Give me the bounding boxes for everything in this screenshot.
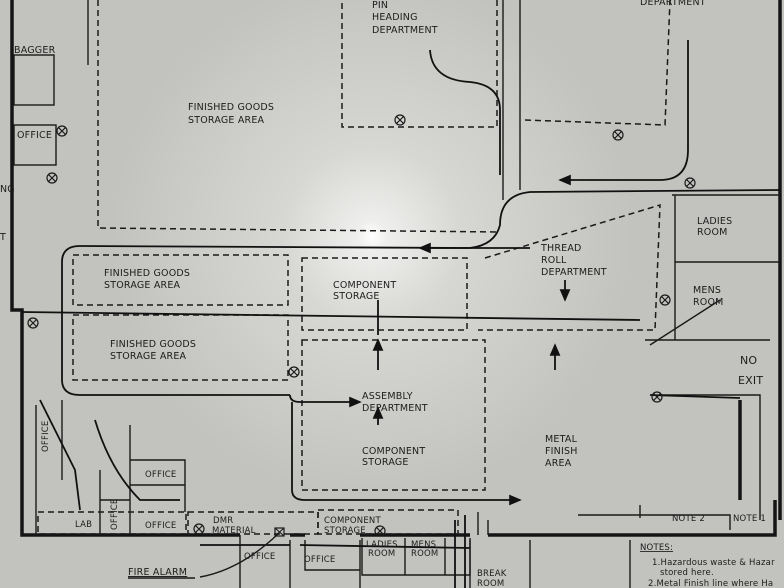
label-office: OFFICE <box>145 470 176 480</box>
label-office: OFFICE <box>304 555 335 565</box>
label-assembly: ASSEMBLY <box>362 391 413 402</box>
label-component: COMPONENT <box>362 446 425 457</box>
note-line: 2.Metal Finish line where Ha <box>648 579 773 588</box>
building-walls <box>10 0 782 537</box>
label-finished-goods: FINISHED GOODS <box>104 268 190 279</box>
label-ladies: LADIES <box>697 216 732 227</box>
label-area: AREA <box>545 458 572 469</box>
label-no: NO <box>740 354 757 367</box>
label-storage: STORAGE <box>324 526 366 536</box>
label-pin: PIN <box>372 0 388 11</box>
label-ng: NG <box>0 184 15 195</box>
label-office: OFFICE <box>145 521 176 531</box>
label-note-2: NOTE 2 <box>672 514 705 524</box>
label-mens: MENS <box>693 285 721 296</box>
fire-alarm-icon <box>128 527 285 579</box>
label-finished-goods: FINISHED GOODS <box>110 339 196 350</box>
notes-heading: NOTES: <box>640 543 673 553</box>
label-storage-area: STORAGE AREA <box>104 280 181 291</box>
label-office: OFFICE <box>17 130 52 141</box>
note-line: stored here. <box>660 568 714 578</box>
evacuation-routes <box>21 40 781 588</box>
label-ladies: LADIES <box>366 540 398 550</box>
label-room: ROOM <box>697 227 728 238</box>
label-office-vertical: OFFICE <box>41 421 51 452</box>
label-break: BREAK <box>477 569 507 579</box>
notes-legend: NOTES: 1.Hazardous waste & Hazar stored … <box>640 543 775 588</box>
label-mens: MENS <box>411 540 436 550</box>
label-room: ROOM <box>368 549 395 559</box>
label-dmr: DMR <box>213 516 233 526</box>
label-lab: LAB <box>75 520 92 530</box>
label-department: DEPARTMENT <box>541 267 607 278</box>
label-office-vertical: OFFICE <box>110 499 120 530</box>
label-exit: EXIT <box>738 374 763 387</box>
label-finished-goods: FINISHED GOODS <box>188 102 274 113</box>
label-component: COMPONENT <box>324 516 381 526</box>
label-note-1: NOTE 1 <box>733 514 766 524</box>
label-fire-alarm: FIRE ALARM <box>128 567 187 578</box>
label-department: DEPARTMENT <box>372 25 438 36</box>
label-roll: ROLL <box>541 255 567 266</box>
note-line: 1.Hazardous waste & Hazar <box>652 558 775 568</box>
label-office: OFFICE <box>244 552 275 562</box>
label-finish: FINISH <box>545 446 578 457</box>
label-metal: METAL <box>545 434 578 445</box>
label-component: COMPONENT <box>333 280 396 291</box>
label-room: ROOM <box>477 579 504 588</box>
label-material: MATERIAL <box>212 526 256 536</box>
label-top-right-department: DEPARTMENT <box>640 0 706 8</box>
storage-areas <box>37 0 671 535</box>
label-bagger: BAGGER <box>14 45 56 56</box>
label-room: ROOM <box>693 297 724 308</box>
rooms <box>13 54 780 588</box>
label-room: ROOM <box>411 549 438 559</box>
label-thread: THREAD <box>540 243 582 254</box>
label-heading: HEADING <box>372 12 418 23</box>
label-storage: STORAGE <box>333 291 380 302</box>
label-storage: STORAGE <box>362 457 409 468</box>
label-department: DEPARTMENT <box>362 403 428 414</box>
room-labels: PIN HEADING DEPARTMENT DEPARTMENT BAGGER… <box>0 0 766 588</box>
label-storage-area: STORAGE AREA <box>188 115 265 126</box>
label-storage-area: STORAGE AREA <box>110 351 187 362</box>
label-t: T <box>0 232 6 243</box>
